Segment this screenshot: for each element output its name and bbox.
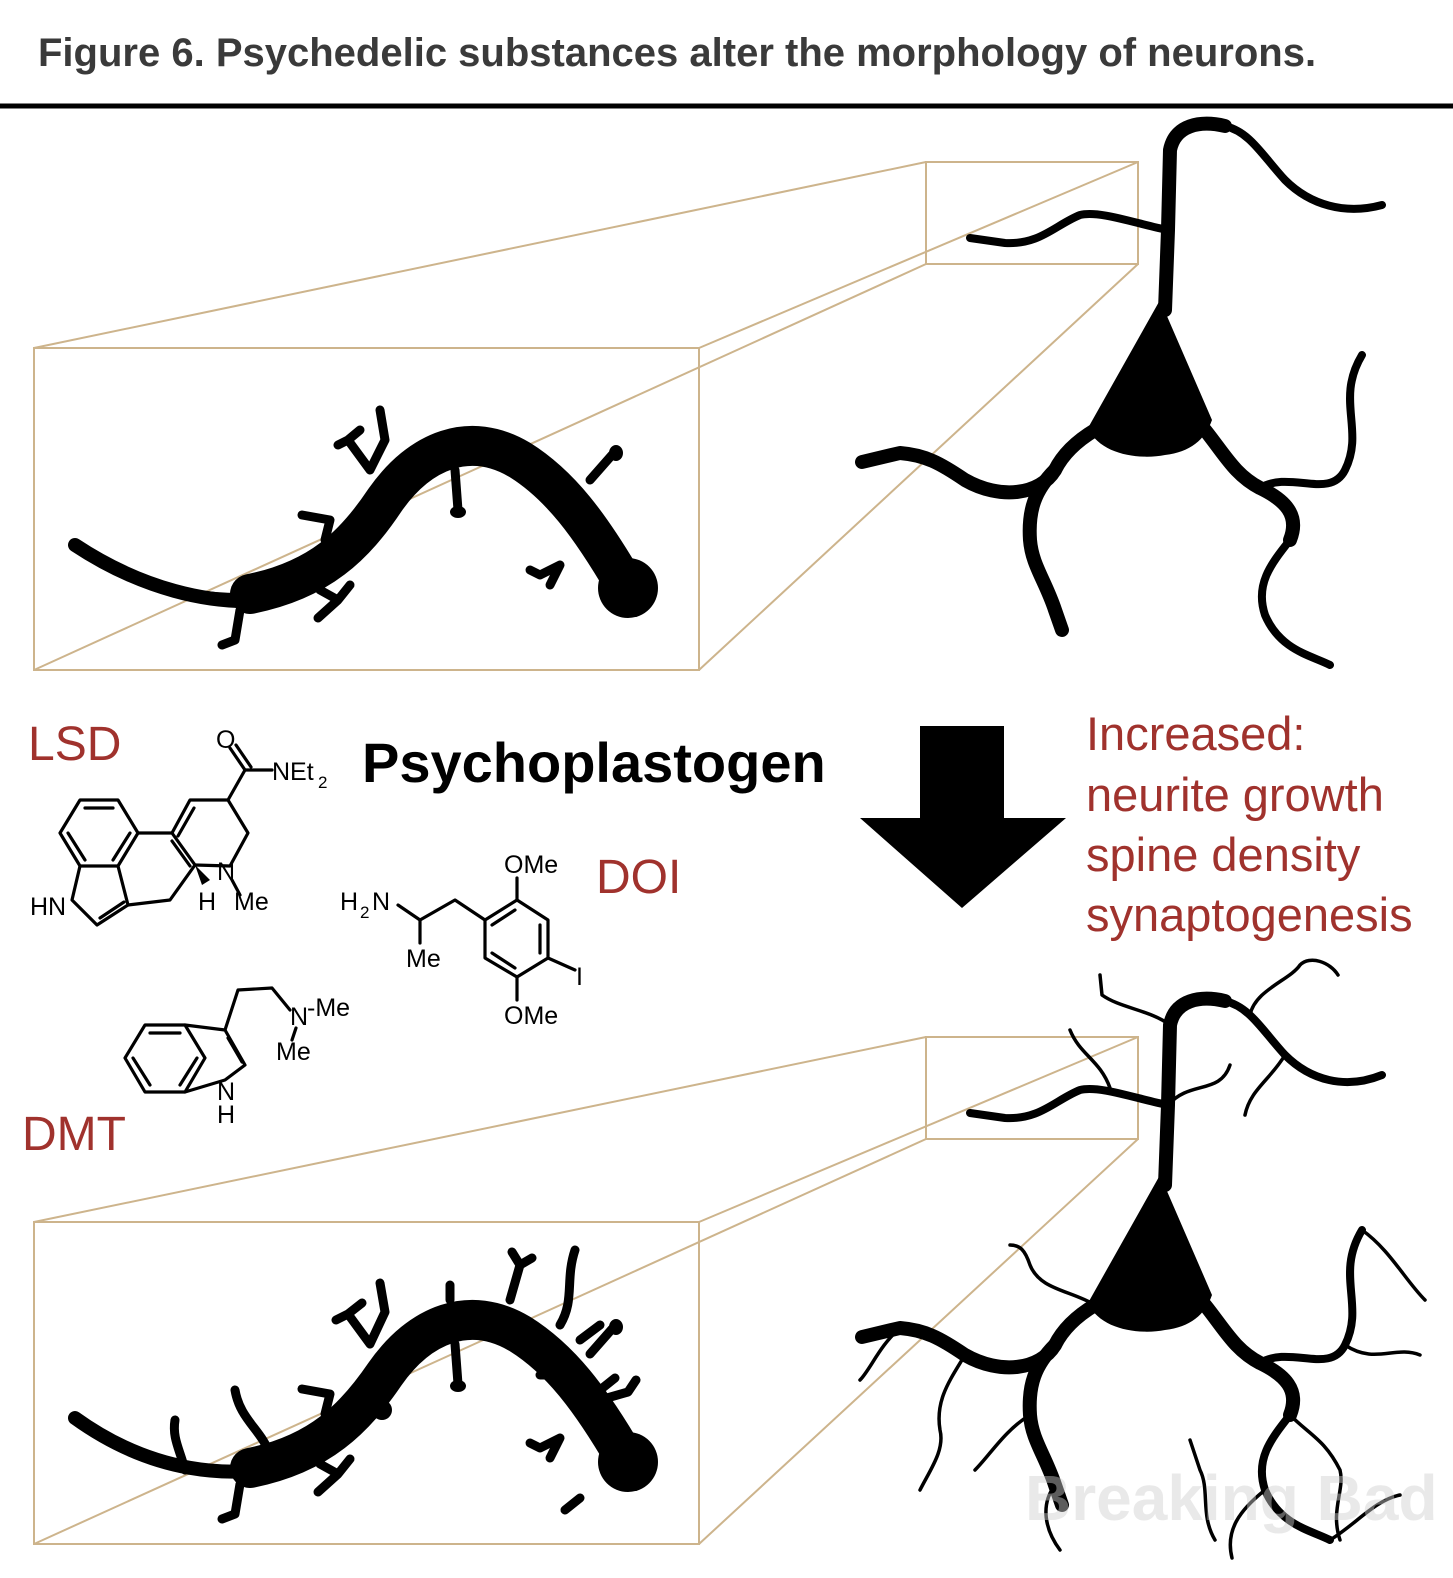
dendrite-before xyxy=(68,405,658,650)
neuron-after xyxy=(855,958,1427,1560)
doi-atom-I: I xyxy=(576,963,583,991)
lsd-atom-N: N xyxy=(217,858,235,886)
neuron-before xyxy=(855,116,1386,669)
watermark: Breaking Bad xyxy=(1025,1462,1438,1534)
doi-atom-H: H xyxy=(340,888,358,916)
dmt-atom-NH-H: H xyxy=(217,1101,235,1129)
effects-list: Increased: neurite growth spine density … xyxy=(1086,707,1413,941)
dmt-atom-Me-right: -Me xyxy=(307,994,350,1022)
doi-structure: OMe H 2 N Me I OMe xyxy=(340,851,583,1030)
lsd-atom-O: O xyxy=(216,726,235,754)
effects-heading: Increased: xyxy=(1086,707,1305,760)
lsd-subscript: 2 xyxy=(318,773,327,792)
doi-subscript: 2 xyxy=(360,903,369,922)
dmt-structure: N -Me Me N H xyxy=(123,986,350,1129)
drug-label-lsd: LSD xyxy=(28,718,121,771)
lsd-atom-HN: HN xyxy=(30,893,66,921)
doi-atom-Me: Me xyxy=(406,945,441,973)
drug-label-dmt: DMT xyxy=(22,1108,126,1161)
zoom-box-bottom xyxy=(33,1036,1139,1545)
effect-neurite-growth: neurite growth xyxy=(1086,768,1384,821)
doi-atom-N: N xyxy=(372,888,390,916)
down-arrow-icon xyxy=(860,726,1066,908)
dendrite-after xyxy=(68,1245,658,1524)
lsd-structure: O NEt 2 HN N H Me xyxy=(30,726,327,927)
doi-atom-OMe-bottom: OMe xyxy=(504,1002,558,1030)
doi-atom-OMe-top: OMe xyxy=(504,851,558,879)
lsd-atom-NEt: NEt xyxy=(272,758,314,786)
psychoplastogen-label: Psychoplastogen xyxy=(362,731,826,794)
dmt-atom-N: N xyxy=(290,1003,308,1031)
zoom-box-top xyxy=(33,161,1139,671)
drug-label-doi: DOI xyxy=(596,851,681,904)
effect-spine-density: spine density xyxy=(1086,828,1361,881)
dmt-atom-NH-N: N xyxy=(217,1078,235,1106)
dmt-atom-Me-down: Me xyxy=(276,1038,311,1066)
figure-title: Figure 6. Psychedelic substances alter t… xyxy=(38,31,1316,75)
lsd-atom-Me: Me xyxy=(234,888,269,916)
lsd-atom-H: H xyxy=(198,888,216,916)
effect-synaptogenesis: synaptogenesis xyxy=(1086,888,1413,941)
